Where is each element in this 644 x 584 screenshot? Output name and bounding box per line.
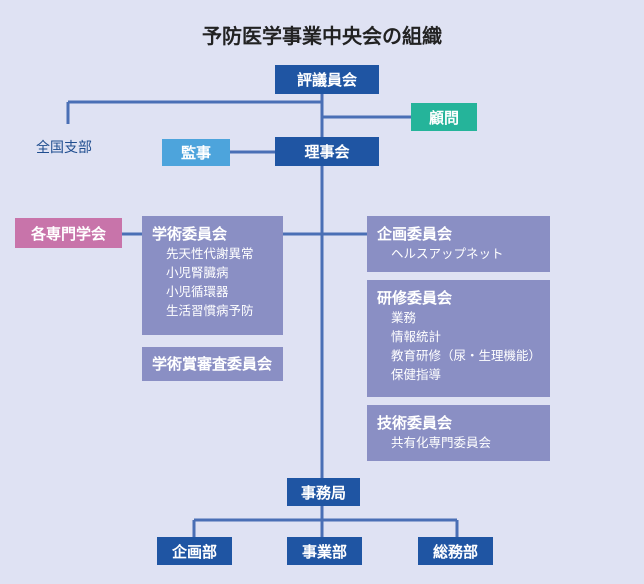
panel-kenshu: 研修委員会 業務 情報統計 教育研修（尿・生理機能） 保健指導 (367, 280, 550, 397)
node-kanji: 監事 (162, 139, 230, 166)
dept-somu: 総務部 (418, 537, 493, 565)
panel-gijutsu-title: 技術委員会 (377, 414, 453, 432)
panel-gakujutsusho: 学術賞審査委員会 (142, 347, 283, 381)
panel-gijutsu-item: 共有化専門委員会 (391, 435, 492, 450)
panel-gakujutsu-item: 生活習慣病予防 (166, 303, 254, 318)
node-komon: 顧問 (411, 103, 477, 131)
dept-jigyo: 事業部 (287, 537, 362, 565)
panel-kenshu-item: 保健指導 (391, 367, 442, 382)
panel-kikaku-title: 企画委員会 (377, 225, 453, 243)
panel-gijutsu: 技術委員会 共有化専門委員会 (367, 405, 550, 461)
panel-kenshu-title: 研修委員会 (377, 289, 453, 307)
panel-kenshu-item: 教育研修（尿・生理機能） (391, 348, 542, 363)
panel-kikaku-item: ヘルスアップネット (391, 246, 504, 261)
panel-kenshu-item: 業務 (391, 310, 417, 325)
node-zenkoku-shibu: 全国支部 (36, 140, 92, 156)
panel-kikaku: 企画委員会 ヘルスアップネット (367, 216, 550, 272)
panel-gakujutsu-item: 小児腎臓病 (166, 265, 229, 280)
panel-kenshu-item: 情報統計 (391, 329, 442, 344)
node-hyogiinkai: 評議員会 (275, 65, 379, 94)
panel-gakujutsusho-title: 学術賞審査委員会 (152, 355, 273, 373)
panel-gakujutsu: 学術委員会 先天性代謝異常 小児腎臓病 小児循環器 生活習慣病予防 (142, 216, 283, 335)
chart-title: 予防医学事業中央会の組織 (202, 24, 442, 48)
panel-gakujutsu-item: 先天性代謝異常 (166, 246, 254, 261)
dept-kikaku: 企画部 (157, 537, 232, 565)
node-rijikai: 理事会 (275, 137, 379, 166)
panel-gakujutsu-item: 小児循環器 (166, 284, 229, 299)
panel-gakujutsu-title: 学術委員会 (152, 225, 228, 243)
node-kaku-senmon-gakkai: 各専門学会 (15, 218, 122, 248)
node-jimukyoku: 事務局 (287, 478, 360, 506)
